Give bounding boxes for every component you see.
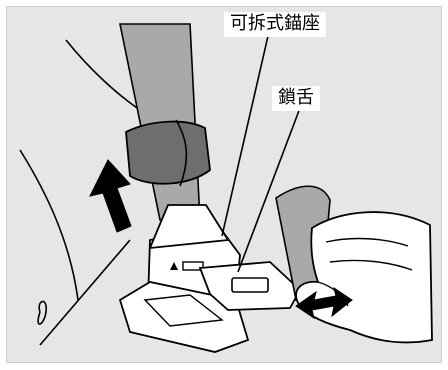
sleeve-fold	[175, 119, 188, 187]
seat-back-contour	[65, 39, 141, 111]
anchor-arrow-mark	[170, 262, 178, 270]
hand-finger-line-2	[325, 237, 409, 247]
anchor-buckle-top	[148, 204, 230, 250]
anchor-release-slot	[182, 261, 204, 271]
tongue-slot	[231, 277, 269, 293]
label-latch-tongue: 鎖舌	[272, 86, 320, 111]
seat-side-contour	[19, 149, 79, 301]
tongue-leader-line	[237, 107, 301, 273]
seat-edge-line	[39, 239, 131, 346]
anchor-leader-line	[221, 35, 269, 237]
double-arrow	[295, 286, 353, 320]
anchor-base-inner	[143, 294, 224, 327]
seat-mark	[37, 300, 47, 325]
strap-sleeve	[125, 120, 211, 185]
hand-finger-line	[329, 259, 413, 271]
label-detachable-anchor: 可拆式錨座	[224, 12, 326, 37]
up-arrow	[89, 159, 132, 233]
hand	[295, 211, 433, 344]
